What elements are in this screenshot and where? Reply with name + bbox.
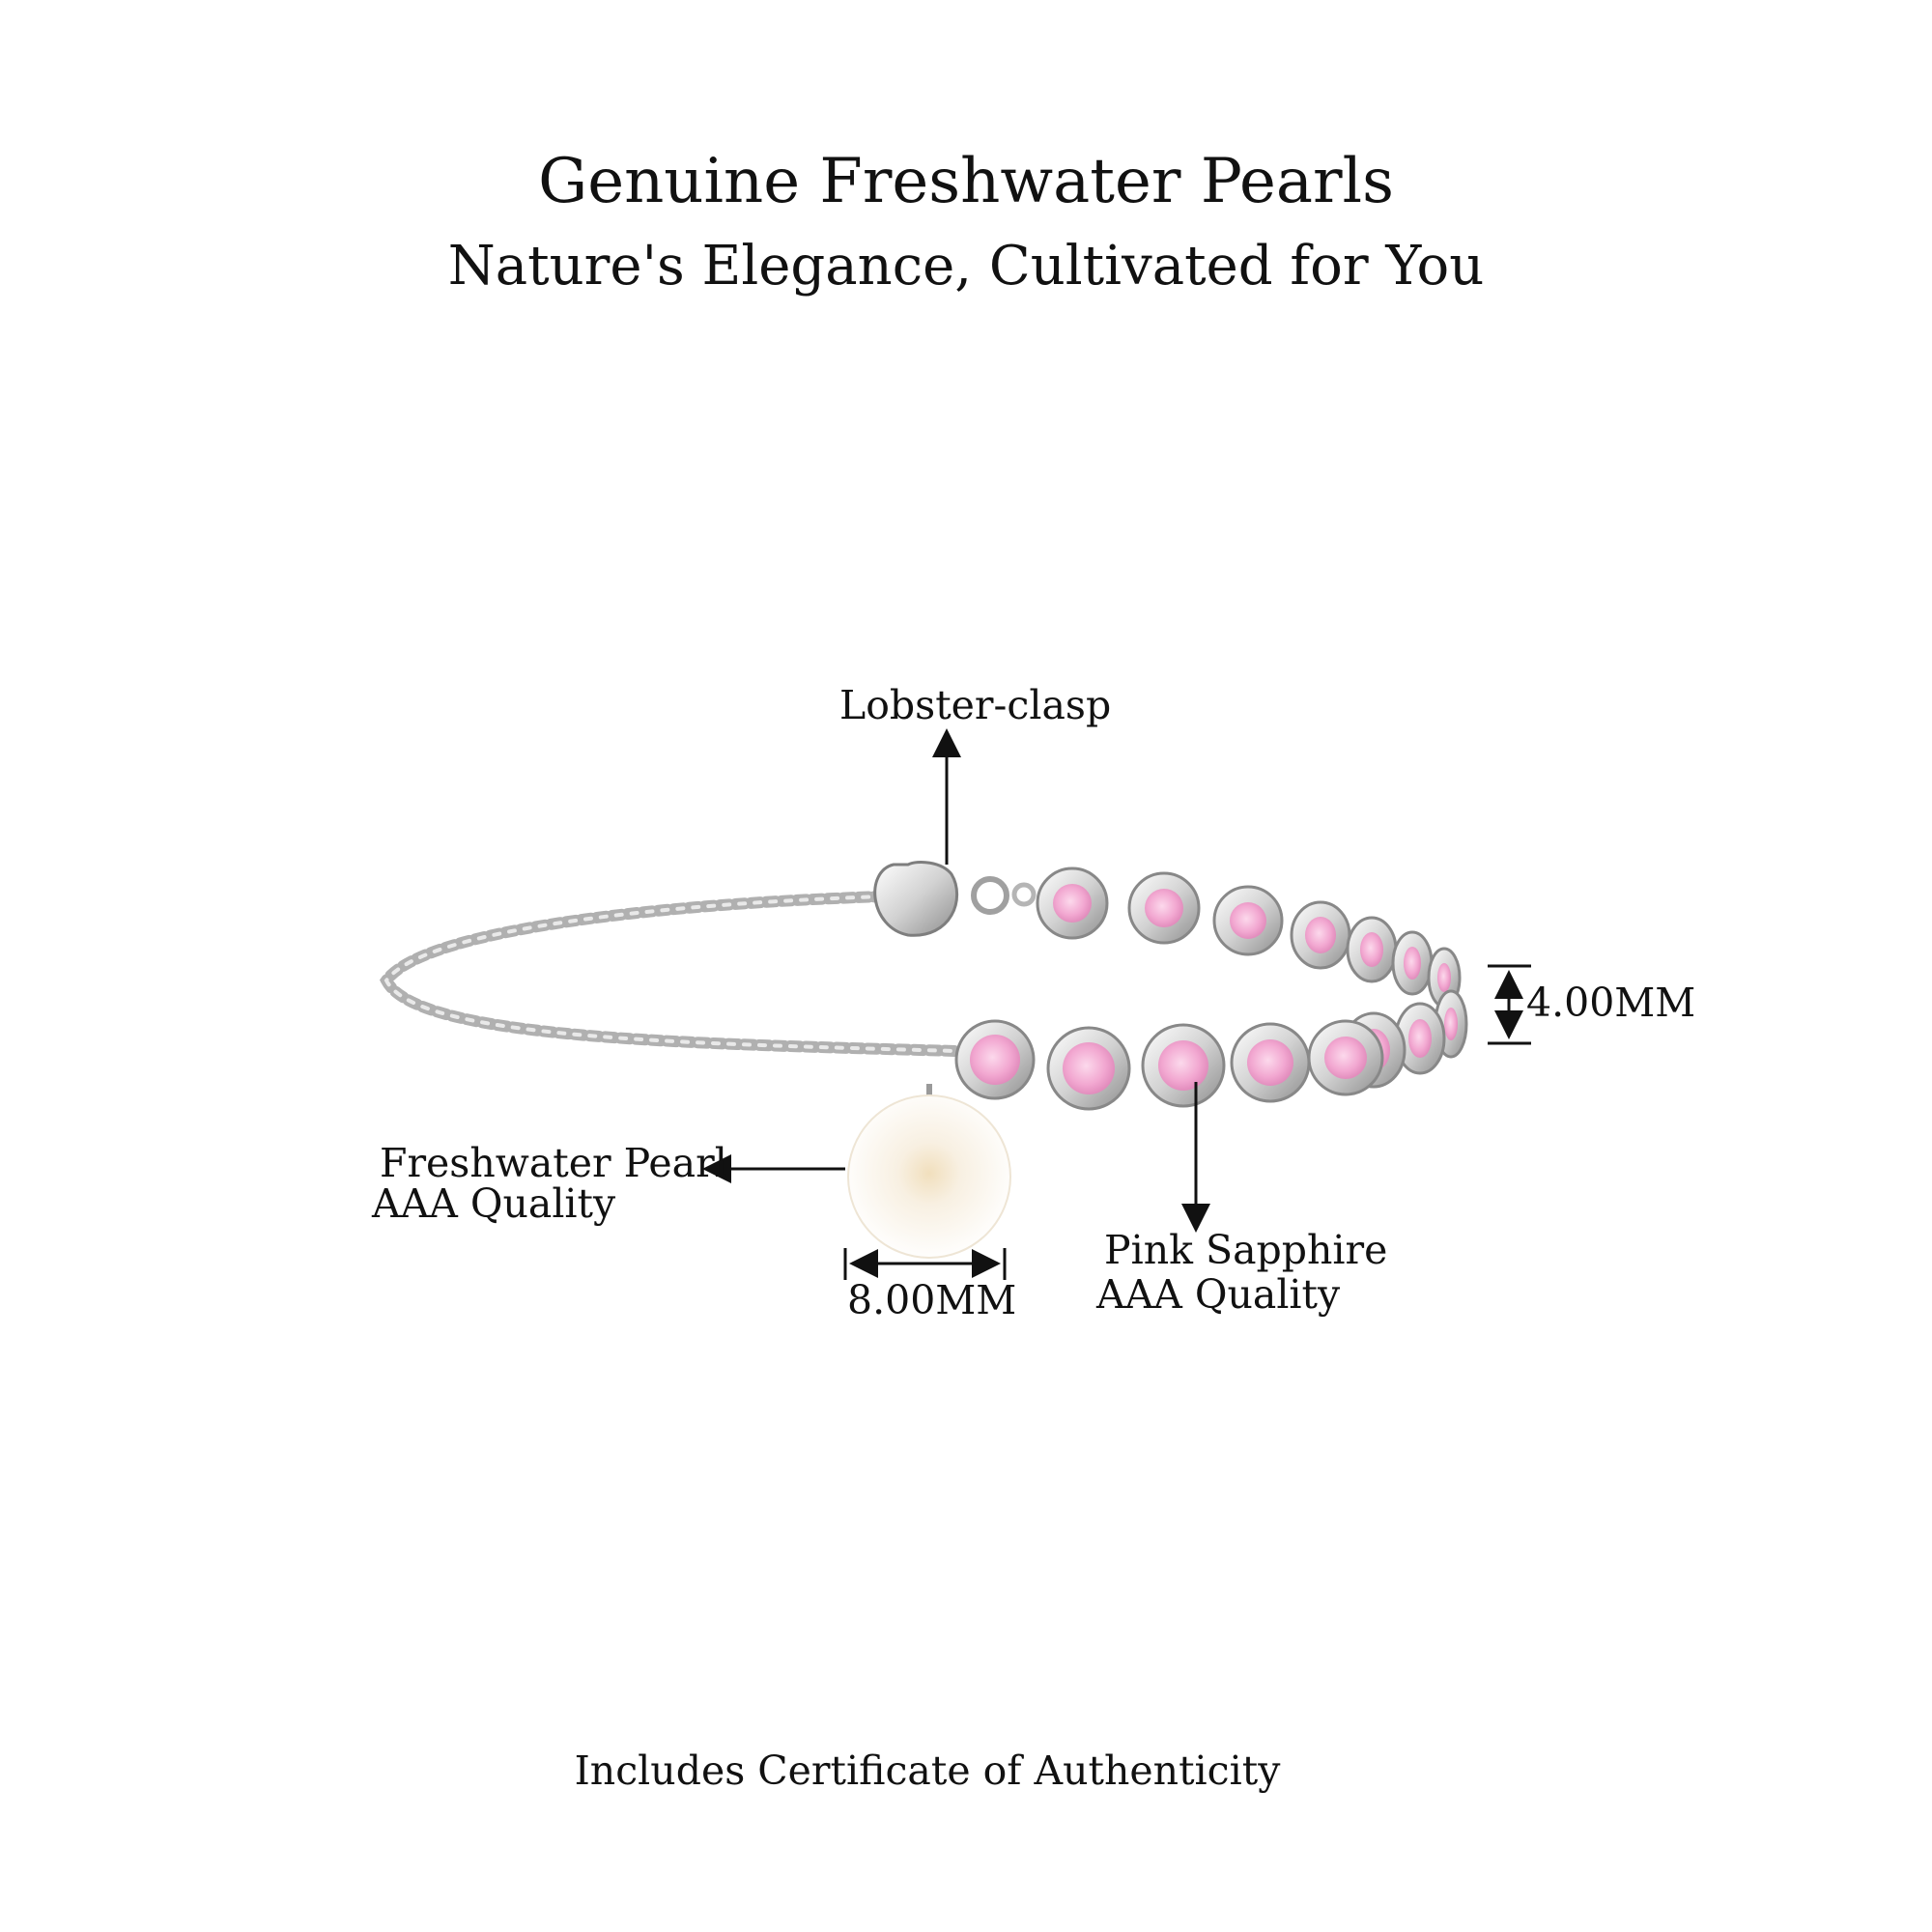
upper-sapphire-row xyxy=(1036,867,1462,1009)
clasp-label: Lobster-clasp xyxy=(839,682,1112,728)
sapphire-name-label: Pink Sapphire xyxy=(1104,1227,1388,1273)
certificate-note: Includes Certificate of Authenticity xyxy=(574,1747,1281,1794)
pearl-name-label: Freshwater Pearl xyxy=(380,1140,727,1186)
pearl-quality-label: AAA Quality xyxy=(372,1180,616,1227)
sapphire-quality-label: AAA Quality xyxy=(1096,1271,1341,1318)
pearl-size-dimension xyxy=(843,1248,1007,1280)
lower-sapphire-row xyxy=(954,989,1468,1111)
page-title: Genuine Freshwater Pearls xyxy=(538,146,1394,217)
bracelet-chain xyxy=(379,891,962,1057)
pearl-size-label: 8.00MM xyxy=(847,1277,1017,1323)
stone-size-dimension xyxy=(1488,964,1531,1045)
stone-size-label: 4.00MM xyxy=(1526,980,1696,1026)
lobster-clasp xyxy=(873,861,1037,937)
page-subtitle: Nature's Elegance, Cultivated for You xyxy=(447,235,1485,298)
freshwater-pearl xyxy=(847,1084,1011,1259)
